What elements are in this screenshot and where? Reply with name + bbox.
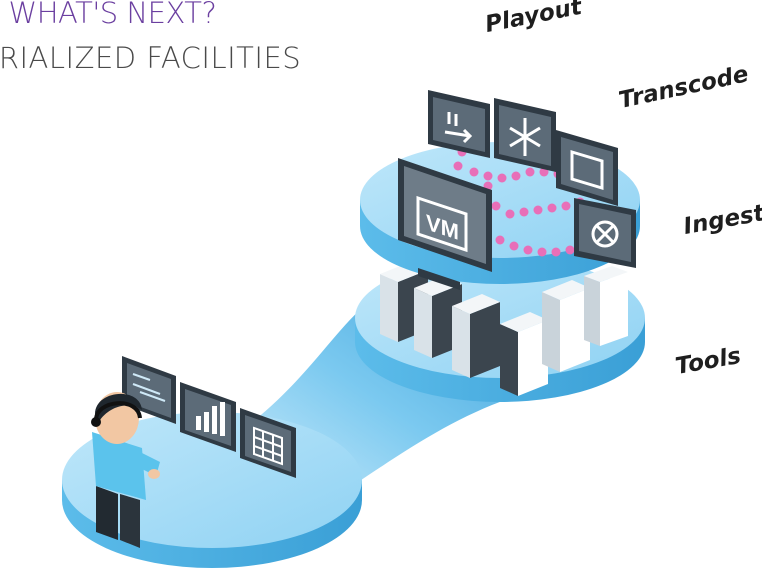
grid-monitor [240, 408, 296, 478]
grid-icon [253, 426, 283, 466]
window-icon [570, 149, 604, 191]
chart-monitor [180, 382, 236, 452]
playout-monitor [428, 90, 490, 158]
ingest-monitor [574, 198, 636, 268]
slide-title: D WHAT'S NEXT? [0, 0, 217, 30]
operator-figure [91, 392, 160, 548]
window-monitor [556, 130, 618, 206]
transcode-monitor [494, 98, 556, 172]
server-rack [542, 280, 590, 372]
transcode-icon [509, 118, 541, 156]
headset [94, 401, 142, 421]
playout-icon [444, 112, 473, 144]
vm-monitor: VM [398, 158, 492, 290]
server-rack [584, 266, 628, 346]
ingest-icon [591, 220, 619, 248]
server-rack [500, 312, 548, 396]
chart-icon [196, 402, 225, 436]
server-rack [452, 294, 500, 378]
slide-subtitle: ERIALIZED FACILITIES [0, 41, 302, 75]
dashboard-icon [132, 373, 166, 402]
